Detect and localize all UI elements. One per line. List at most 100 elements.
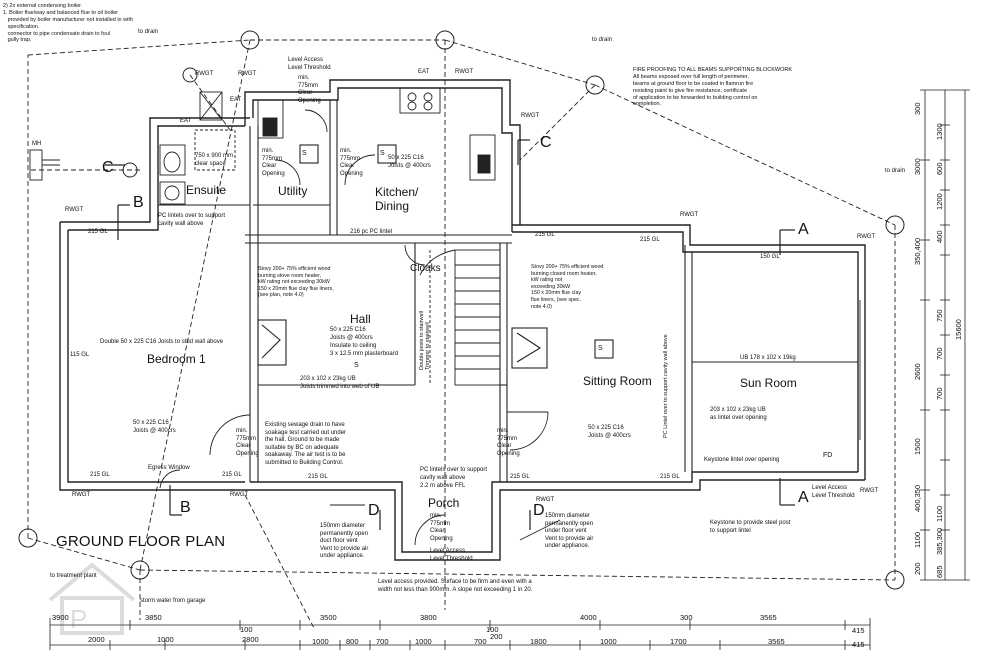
dim-bottom-2: 700 (474, 637, 487, 646)
svg-text:P: P (70, 604, 87, 634)
marker-s: S (302, 150, 307, 157)
room-label-kitchen: Kitchen/ (375, 185, 419, 199)
room-label-dining: Dining (375, 199, 410, 213)
dim-bottom-2: 800 (346, 637, 359, 646)
dim-bottom-mid: 200 (490, 632, 503, 641)
dim-right-inner: 600 (935, 162, 944, 175)
dim-right-inner: 400 (935, 230, 944, 243)
dim-bottom-1: 3900 (52, 613, 69, 622)
dim-bottom-1: 100 (486, 625, 499, 634)
dim-right-inner: 685 (935, 565, 944, 578)
wall-dim: 115 GL (70, 352, 90, 358)
porch-threshold-note: Level Access Level Threshold (430, 548, 473, 562)
dim-bottom-1: 4000 (580, 613, 597, 622)
eat-tag: EAT (230, 97, 242, 103)
fire-proofing-note: FIRE PROOFING TO ALL BEAMS SUPPORTING BL… (633, 67, 793, 108)
stoves (257, 144, 614, 369)
room-label-cloaks: Cloaks (410, 263, 441, 274)
wall-dim: 215 GL (222, 472, 242, 478)
rwgt-tag: RWGT (680, 212, 699, 218)
wall-dim: 215 GL (535, 232, 555, 238)
room-label-bedroom-1: Bedroom 1 (147, 352, 206, 366)
section-tag-a-bottom: A (798, 489, 809, 506)
dim-bottom-1: 300 (680, 613, 693, 622)
level-access-note: Level access provided. Surface to be fir… (378, 579, 533, 593)
clear-opening-sitting: min. 775mm Clear Opening (497, 428, 520, 457)
dim-right-outer: 1500 (913, 438, 922, 455)
dim-right-inner: 750 (935, 309, 944, 322)
soakage-test-note: Existing sewage drain to have soakage te… (265, 422, 347, 466)
rwgt-tag: RWGT (860, 488, 879, 494)
dim-right-outer: 1100 (913, 531, 922, 548)
rwgt-tag: RWGT (238, 71, 257, 77)
dim-right-outer: 400,350 (913, 484, 922, 512)
eat-tag: EAT (418, 69, 430, 75)
dim-bottom-2: 3565 (768, 637, 785, 646)
drainage (29, 149, 561, 541)
bedroom-joists-top-note: Double 50 x 225 C16 Joists to stud wall … (100, 339, 224, 345)
dim-right-outer: 200 (913, 562, 922, 575)
above-ffl-note: 2.2 m above FFL (420, 483, 466, 489)
room-label-hall: Hall (350, 312, 371, 326)
dim-bottom-2: 1000 (600, 637, 617, 646)
wall-dim: 215 GL (660, 474, 680, 480)
door-swings (159, 109, 549, 546)
bedroom-joists-note: 50 x 225 C16 Joists @ 400crs (133, 420, 176, 434)
dim-bottom-2: 700 (376, 637, 389, 646)
dim-right-inner: 385,300 (935, 527, 944, 555)
section-lines (105, 139, 795, 530)
sun-room-lintel-note: 203 x 102 x 23kg UB as lintel over openi… (710, 407, 767, 421)
wall-dim: 215 GL (308, 474, 328, 480)
rwgt-tag: RWGT (521, 113, 540, 119)
dim-right-total: 15600 (954, 319, 963, 340)
dim-right-outer: 300 (913, 102, 922, 115)
sitting-stove-note: Stovy 200+ 75% efficient wood burning cl… (531, 264, 604, 310)
wall-dim: 215 GL (90, 472, 110, 478)
section-tag-c-right: C (540, 134, 552, 151)
marker-s: S (598, 345, 603, 352)
kitchen-joists-note: 50 x 225 C16 Joists @ 400crs (388, 155, 431, 169)
ensuite-fittings (159, 129, 236, 205)
staircase (419, 249, 501, 386)
section-tag-b-top: B (133, 194, 144, 211)
kitchen-fittings (199, 87, 496, 181)
room-label-sitting-room: Sitting Room (583, 374, 652, 388)
sun-room-threshold-note: Level Access Level Threshold (812, 485, 855, 499)
rwgt-tag: RWGT (195, 71, 214, 77)
dim-bottom-1: 3500 (320, 613, 337, 622)
room-label-porch: Porch (428, 496, 460, 510)
sitting-lintel-vertical-note: PC Lintel over to support cavity wall ab… (663, 334, 669, 438)
fd-marker: FD (823, 452, 833, 459)
to-drain-2: to drain (592, 37, 613, 43)
hall-beam-note: 203 x 102 x 23kg UB Joists trimmed into … (300, 376, 380, 390)
rwgt-tag: RWGT (857, 234, 876, 240)
vent-note-left: 150mm diameter permanently open duct flo… (320, 523, 369, 559)
dim-bottom-2: 415 (852, 640, 865, 649)
porch-pc-lintels-note: PC lintels over to support cavity wall a… (420, 467, 488, 481)
clear-opening-kitchen: min. 775mm Clear Opening (340, 148, 363, 177)
ensuite-clear-space-note: 750 x 900 mm clear space (195, 153, 234, 167)
storm-water-note: storm water from garage (140, 598, 206, 604)
marker-s: S (380, 150, 385, 157)
dimension-lines (49, 89, 970, 650)
manhole-label: MH (32, 141, 42, 147)
dim-bottom-2: 2800 (242, 635, 259, 644)
grid-markers (18, 30, 905, 590)
dim-bottom-1: 3850 (145, 613, 162, 622)
section-tag-c-left: C (102, 159, 114, 176)
clear-opening-utility: min. 775mm Clear Opening (262, 148, 285, 177)
rwgt-tag: RWGT (536, 497, 555, 503)
room-label-sun-room: Sun Room (740, 376, 797, 390)
dim-bottom-2: 1800 (530, 637, 547, 646)
rwgt-tag: RWGT (455, 69, 474, 75)
rwgt-tag: RWGT (72, 492, 91, 498)
rwgt-tag: RWGT (65, 207, 84, 213)
dim-right-inner: 1300 (935, 123, 944, 140)
keystone-lintel-note: Keystone lintel over opening (704, 457, 780, 463)
dim-right-inner: 1100 (935, 505, 944, 522)
dim-bottom-1: 3800 (420, 613, 437, 622)
room-label-ensuite: Ensuite (186, 183, 227, 197)
ensuite-pc-lintels-note: PC lintels over to support cavity wall a… (158, 213, 226, 227)
dim-right-inner: 700 (935, 387, 944, 400)
